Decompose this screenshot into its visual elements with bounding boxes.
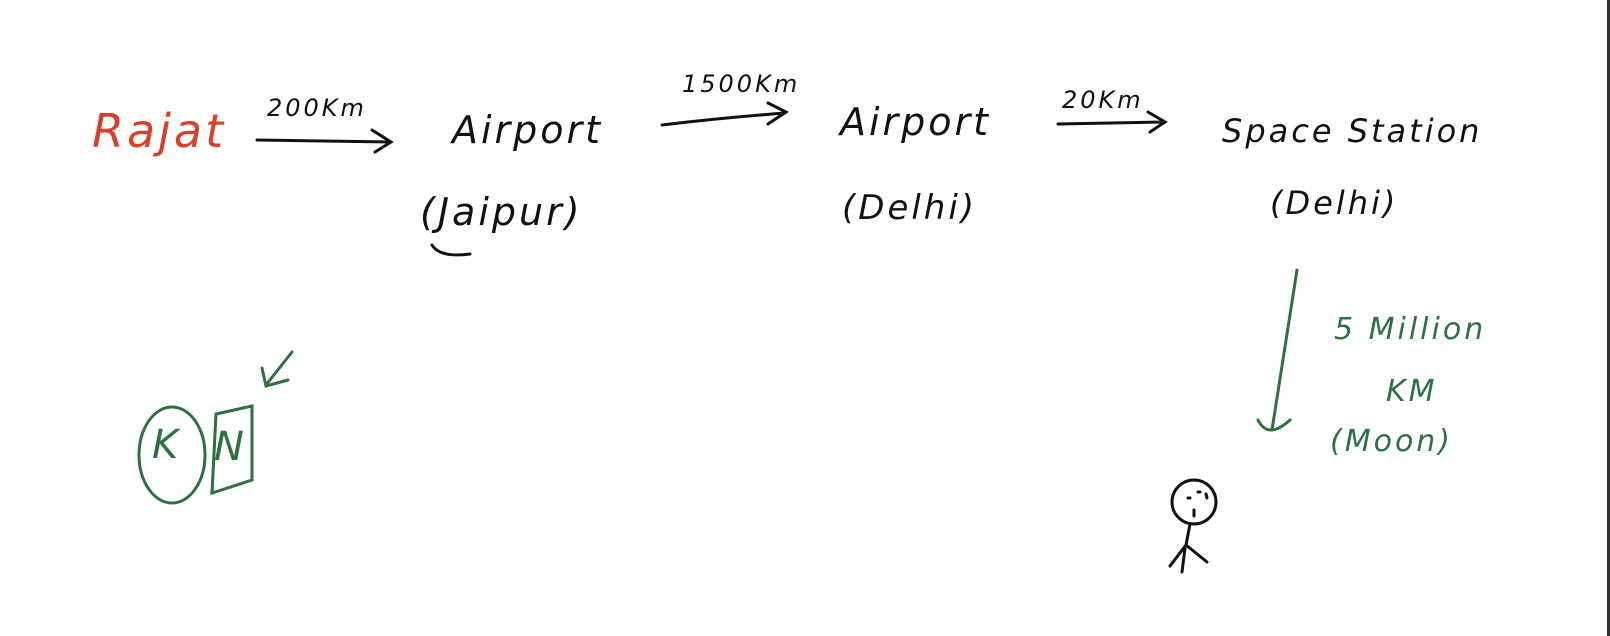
stick-figure-icon	[1168, 478, 1218, 574]
node-delhi-airport-subtitle: (Delhi)	[842, 188, 978, 228]
bracket-jaipur-bottom	[430, 243, 472, 257]
node-space-station-title: Space Station	[1222, 112, 1483, 150]
n-box	[210, 404, 254, 496]
arrow-to-badge	[260, 350, 294, 388]
arrow-station-to-moon	[1256, 268, 1299, 432]
node-delhi-airport-title: Airport	[840, 100, 992, 144]
node-jaipur-airport-subtitle: (Jaipur)	[420, 190, 583, 234]
badge-letter-n: N	[214, 424, 244, 470]
node-rajat: Rajat	[92, 104, 227, 158]
badge-letter-k: K	[152, 422, 179, 468]
edge-label-20km: 20Km	[1062, 86, 1144, 114]
arrow-delhi-to-station	[1056, 110, 1168, 134]
arrow-rajat-to-jaipur	[255, 128, 394, 154]
node-space-station-subtitle: (Delhi)	[1270, 184, 1399, 222]
k-circle	[137, 405, 207, 505]
edge-label-200km: 200Km	[267, 94, 367, 122]
edge-label-moon-unit: KM	[1386, 374, 1438, 409]
arrow-jaipur-to-delhi	[660, 101, 789, 127]
edge-label-moon: (Moon)	[1330, 424, 1454, 459]
edge-label-moon-distance: 5 Million	[1334, 312, 1487, 347]
edge-label-1500km: 1500Km	[682, 70, 801, 98]
node-jaipur-airport-title: Airport	[452, 108, 604, 152]
